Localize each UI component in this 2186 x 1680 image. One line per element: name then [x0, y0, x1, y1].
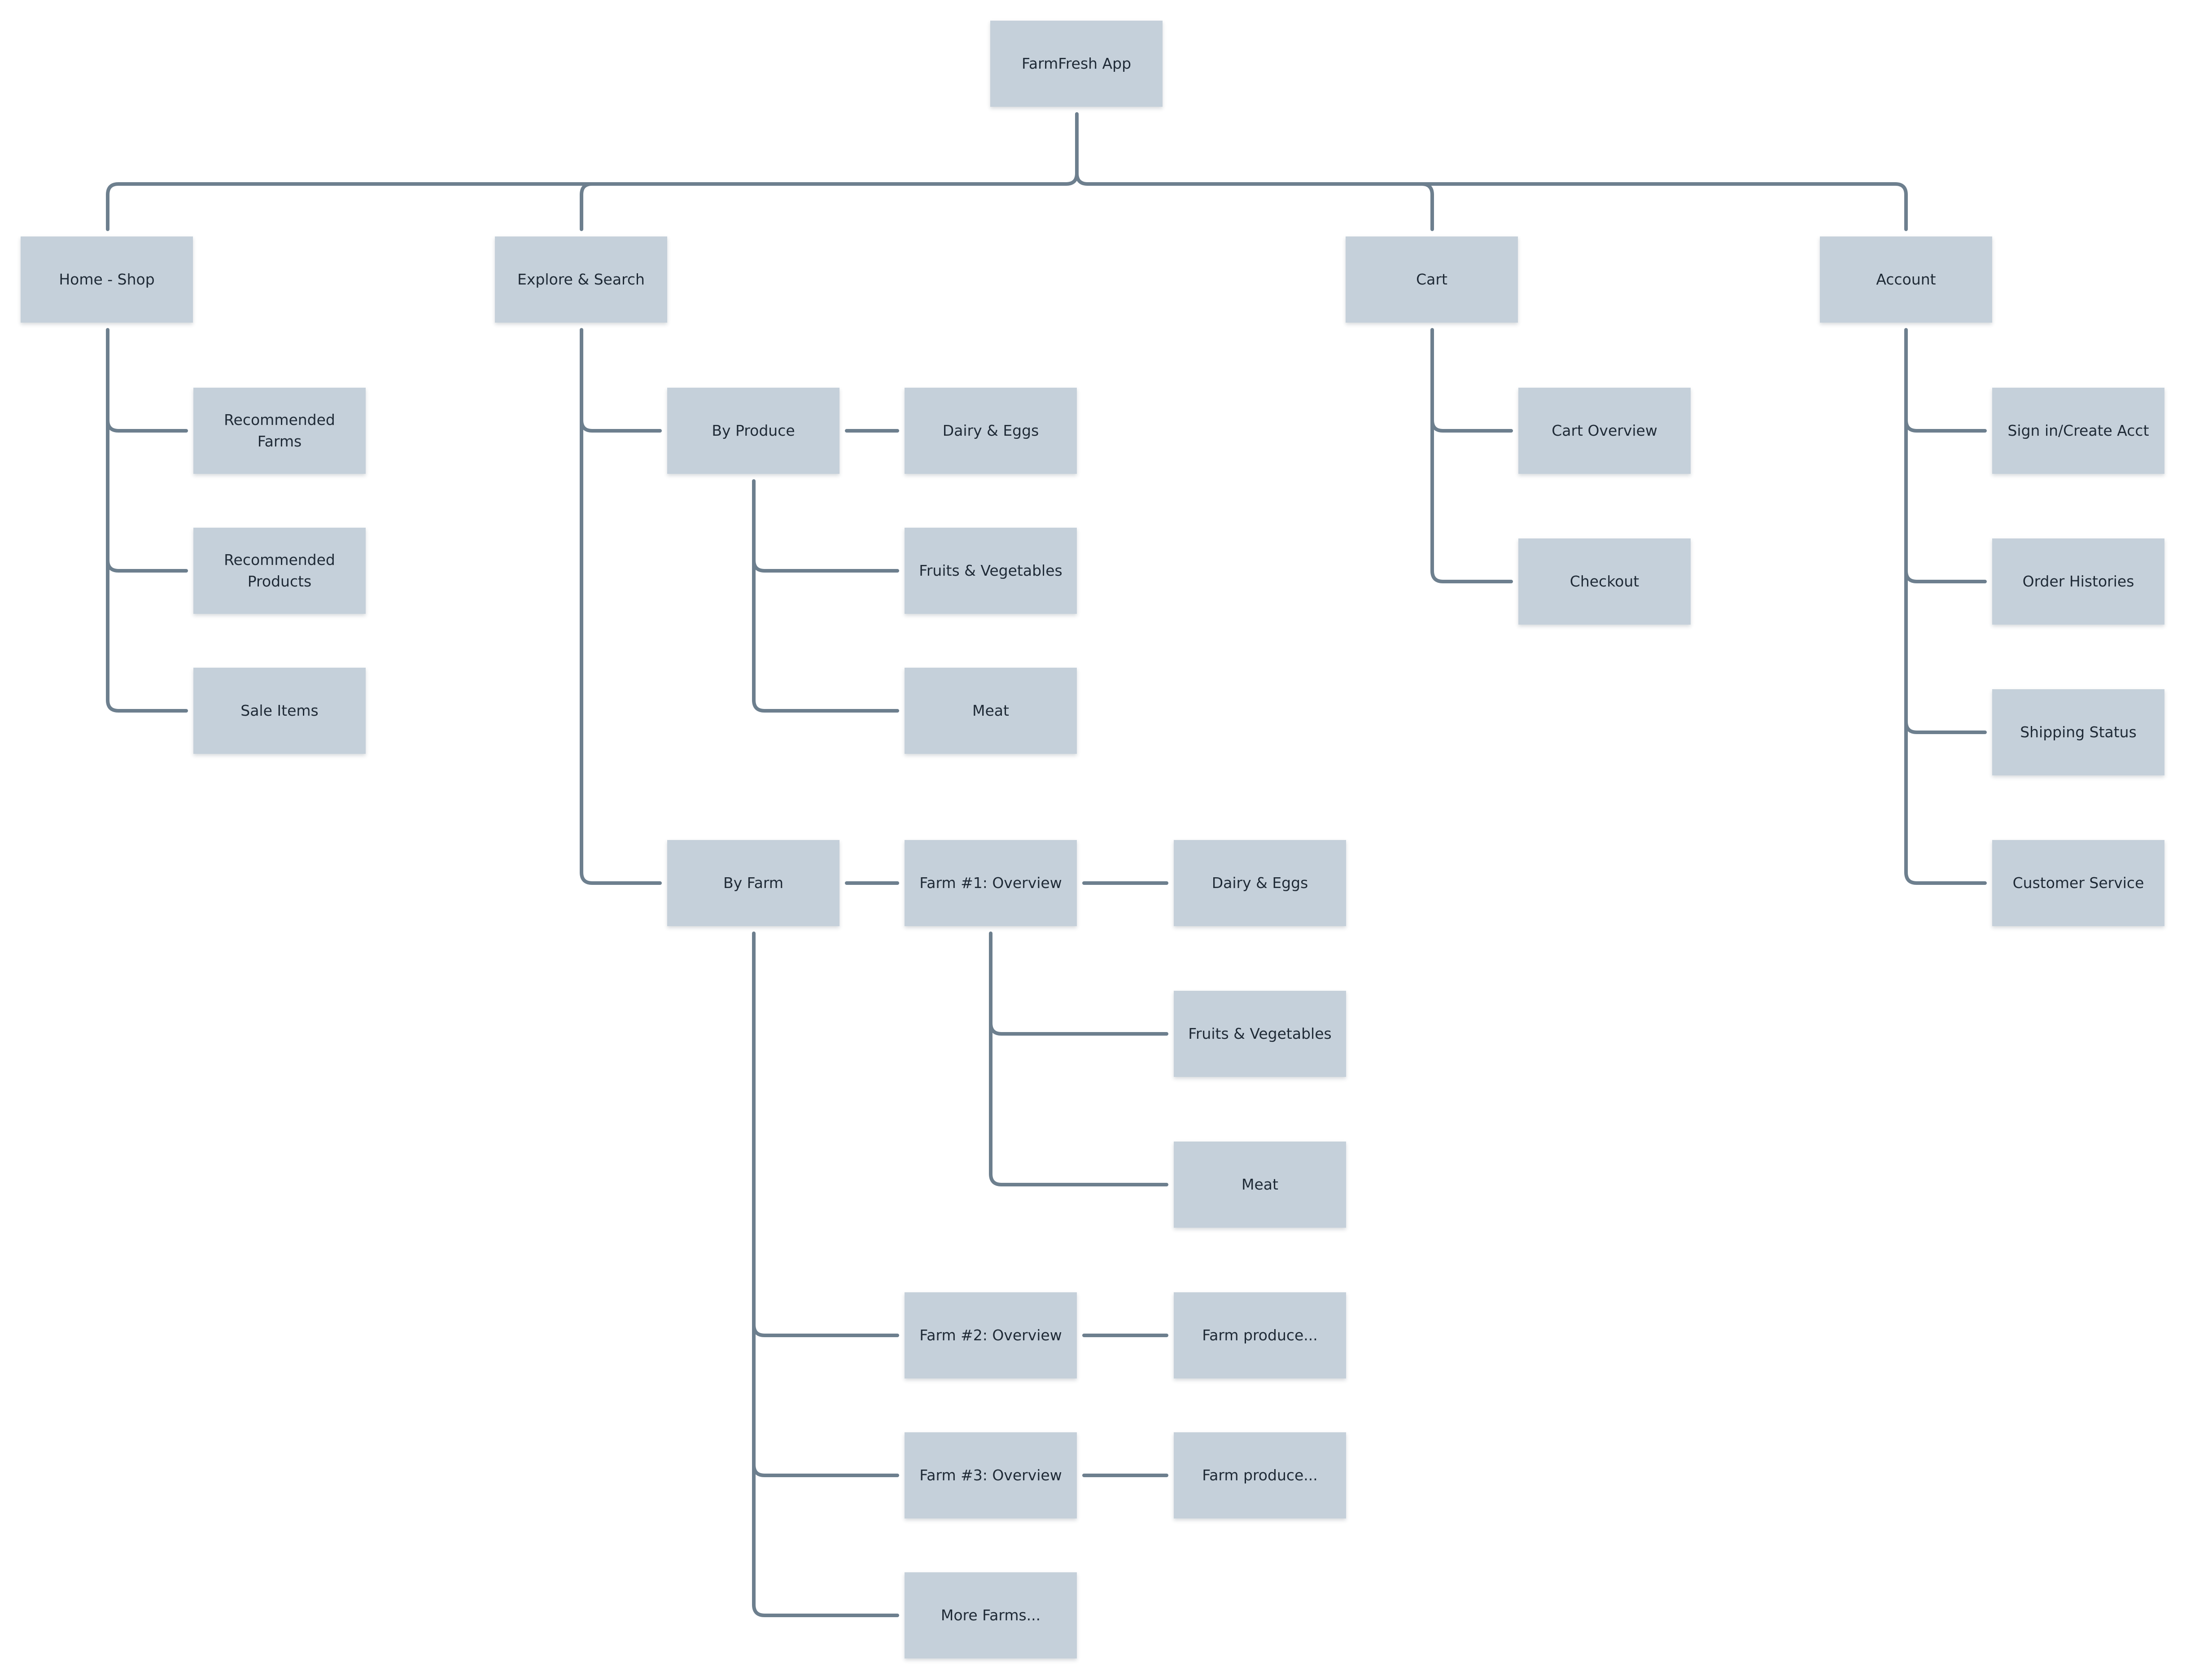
node-farm1-overview[interactable]: Farm #1: Overview — [905, 840, 1077, 926]
connector-line — [106, 112, 1079, 231]
node-label: Meat — [1242, 1176, 1278, 1193]
node-label: More Farms... — [940, 1606, 1041, 1624]
node-by-produce[interactable]: By Produce — [667, 388, 839, 474]
node-by-farm[interactable]: By Farm — [667, 840, 839, 926]
connector-line — [106, 418, 188, 433]
node-farm1-fruits-vegetables[interactable]: Fruits & Vegetables — [1174, 991, 1346, 1077]
node-label: Explore & Search — [517, 271, 645, 288]
node-label: Sign in/Create Acct — [2007, 422, 2149, 439]
node-sale-items[interactable]: Sale Items — [193, 668, 366, 754]
node-label: By Farm — [723, 874, 783, 892]
node-home-shop[interactable]: Home - Shop — [21, 236, 193, 323]
node-label: Home - Shop — [59, 271, 155, 288]
node-farm3-produce[interactable]: Farm produce... — [1174, 1432, 1346, 1518]
node-farm2-produce[interactable]: Farm produce... — [1174, 1292, 1346, 1378]
connector-line — [580, 328, 662, 885]
node-label: Dairy & Eggs — [942, 422, 1039, 439]
node-farm3-overview[interactable]: Farm #3: Overview — [905, 1432, 1077, 1518]
node-produce-fruits-vegetables[interactable]: Fruits & Vegetables — [905, 528, 1077, 614]
node-label: Meat — [972, 702, 1009, 719]
connector-line — [106, 558, 188, 573]
node-label: Dairy & Eggs — [1211, 874, 1308, 892]
connector-line — [1904, 418, 1987, 433]
node-label: Recommended Farms — [224, 411, 335, 450]
node-label: Cart Overview — [1552, 422, 1657, 439]
node-order-histories[interactable]: Order Histories — [1992, 538, 2164, 625]
node-label: Farm produce... — [1202, 1326, 1318, 1344]
connector-line — [1904, 569, 1987, 583]
connector-line — [989, 1021, 1168, 1036]
connector-line — [752, 932, 899, 1617]
node-label: Order Histories — [2022, 573, 2134, 590]
connector-line — [1075, 171, 1908, 231]
connector-line — [1904, 328, 1987, 885]
node-account[interactable]: Account — [1820, 236, 1992, 323]
connector-line — [580, 182, 594, 231]
node-label: Farm #2: Overview — [919, 1326, 1062, 1344]
connector-line — [580, 418, 662, 433]
connector-line — [1430, 418, 1513, 433]
node-label: Checkout — [1570, 573, 1640, 590]
node-label: Account — [1876, 271, 1936, 288]
node-cart-overview[interactable]: Cart Overview — [1518, 388, 1691, 474]
node-label: By Produce — [712, 422, 795, 439]
node-label: Shipping Status — [2020, 723, 2137, 741]
node-label: Farm #1: Overview — [919, 874, 1062, 892]
connector-line — [1430, 328, 1513, 583]
connector-line — [752, 1323, 899, 1337]
node-label: Farm produce... — [1202, 1466, 1318, 1484]
node-label: Farm #3: Overview — [919, 1466, 1062, 1484]
node-checkout[interactable]: Checkout — [1518, 538, 1691, 625]
node-farm1-meat[interactable]: Meat — [1174, 1142, 1346, 1228]
node-recommended-products[interactable]: Recommended Products — [193, 528, 366, 614]
node-more-farms[interactable]: More Farms... — [905, 1572, 1077, 1658]
node-produce-dairy-eggs[interactable]: Dairy & Eggs — [905, 388, 1077, 474]
node-label: Sale Items — [240, 702, 319, 719]
node-label: FarmFresh App — [1021, 55, 1132, 72]
node-shipping-status[interactable]: Shipping Status — [1992, 689, 2164, 775]
connector-line — [752, 558, 899, 573]
node-label: Customer Service — [2012, 874, 2144, 892]
connector-line — [106, 328, 188, 713]
connector-line — [752, 479, 899, 713]
node-cart[interactable]: Cart — [1346, 236, 1518, 323]
node-farm1-dairy-eggs[interactable]: Dairy & Eggs — [1174, 840, 1346, 926]
node-label: Fruits & Vegetables — [1188, 1025, 1332, 1042]
node-explore-search[interactable]: Explore & Search — [495, 236, 667, 323]
connector-line — [1904, 720, 1987, 734]
node-label: Fruits & Vegetables — [919, 562, 1062, 579]
node-customer-service[interactable]: Customer Service — [1992, 840, 2164, 926]
node-sign-in-create-acct[interactable]: Sign in/Create Acct — [1992, 388, 2164, 474]
node-label: Recommended Products — [224, 551, 335, 590]
node-farmfresh-app[interactable]: FarmFresh App — [990, 21, 1163, 107]
node-recommended-farms[interactable]: Recommended Farms — [193, 388, 366, 474]
node-farm2-overview[interactable]: Farm #2: Overview — [905, 1292, 1077, 1378]
connector-line — [989, 932, 1168, 1186]
node-produce-meat[interactable]: Meat — [905, 668, 1077, 754]
connector-line — [1420, 182, 1434, 231]
node-label: Cart — [1416, 271, 1447, 288]
connector-line — [752, 1463, 899, 1477]
